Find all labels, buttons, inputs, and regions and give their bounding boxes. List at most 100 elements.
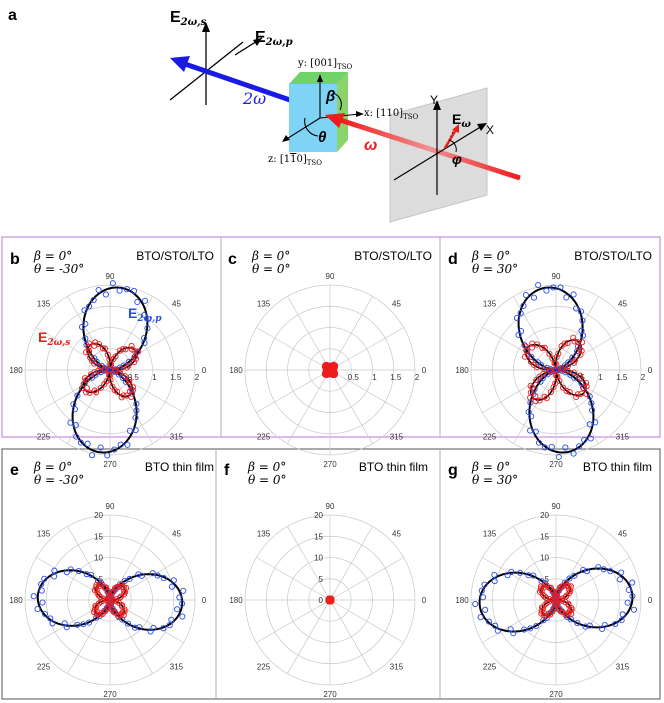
data-point-s <box>119 346 127 353</box>
data-point-s <box>521 353 528 360</box>
data-point-p <box>104 452 111 459</box>
radial-tick-label: 0.5 <box>574 373 586 382</box>
data-point-s <box>86 389 93 396</box>
data-point-s <box>574 391 581 398</box>
radial-tick-label: 20 <box>94 511 103 520</box>
sample-label: BTO thin film <box>583 460 652 474</box>
data-point-s <box>560 384 567 391</box>
angle-tick-label: 90 <box>552 502 561 511</box>
data-point-s <box>106 590 113 597</box>
data-point-p <box>180 587 187 594</box>
data-point-p <box>145 316 152 323</box>
data-point-s <box>120 392 127 399</box>
data-point-s <box>98 609 105 616</box>
data-point-s <box>126 376 133 383</box>
sample-label: BTO/STO/LTO <box>136 249 214 263</box>
data-point-s <box>104 351 111 358</box>
e-omega-label: Eω <box>452 111 471 130</box>
data-point-s <box>128 342 135 349</box>
grid-spoke <box>329 369 404 413</box>
grid-spoke <box>329 599 404 643</box>
data-point-s <box>97 384 105 391</box>
beta-label: β <box>325 88 335 105</box>
data-point-s <box>554 602 561 609</box>
panel-label-g: g <box>448 462 458 479</box>
data-point-p <box>586 622 593 629</box>
data-point-p <box>618 569 625 576</box>
radial-tick-label: 0 <box>99 596 104 605</box>
data-point-p <box>478 587 485 594</box>
data-point-s <box>107 376 114 384</box>
data-point-s <box>112 368 119 375</box>
y-axis-crystal-label: y: [001]TSO <box>297 58 353 71</box>
grid-spoke <box>256 599 331 643</box>
legend-s-label: E2ω,s <box>38 329 70 348</box>
data-point-p <box>576 443 583 450</box>
data-point-s <box>556 597 563 604</box>
grid-spoke <box>109 369 153 444</box>
data-point-s <box>580 384 587 392</box>
data-point-p <box>477 614 484 621</box>
data-point-p <box>571 572 578 579</box>
data-point-p <box>168 583 176 590</box>
data-point-p <box>81 307 88 314</box>
data-point-s <box>583 390 590 398</box>
data-point-p <box>630 606 638 613</box>
panel-label-d: d <box>448 251 458 268</box>
angle-tick-label: 270 <box>323 460 337 469</box>
data-point-s <box>536 373 543 380</box>
data-point-p <box>71 406 78 413</box>
data-point-p <box>582 623 589 630</box>
grid-spoke <box>256 327 331 371</box>
data-point-cluster <box>326 596 334 604</box>
data-point-p <box>601 621 608 629</box>
sample-label: BTO/STO/LTO <box>574 249 652 263</box>
lab-Y-label: Y <box>430 93 438 107</box>
data-point-p <box>82 320 89 327</box>
angle-tick-label: 90 <box>552 272 561 281</box>
data-point-s <box>571 338 578 345</box>
data-point-p <box>574 620 581 627</box>
data-point-s <box>577 374 584 381</box>
phi-label: φ <box>452 151 462 167</box>
data-point-s <box>550 384 557 391</box>
data-point-p <box>109 280 116 287</box>
grid-spoke <box>329 526 373 601</box>
data-point-p <box>147 628 154 635</box>
data-point-p <box>581 436 588 444</box>
data-point-s <box>558 583 565 590</box>
data-point-s <box>565 610 572 617</box>
data-point-s <box>570 369 577 376</box>
data-point-p <box>543 287 550 294</box>
beta-annotation: β = 0° <box>33 249 72 263</box>
data-point-p <box>38 587 45 594</box>
data-point-s <box>564 339 571 347</box>
data-point-p <box>561 579 568 586</box>
polarization-vector <box>443 127 459 149</box>
data-point-p <box>624 599 631 606</box>
data-point-s <box>103 378 110 385</box>
data-point-p <box>555 367 562 374</box>
omega-label: ω <box>364 137 377 154</box>
data-point-s <box>110 355 117 363</box>
data-point-p <box>629 593 636 600</box>
angle-tick-label: 135 <box>483 530 497 539</box>
angle-tick-label: 225 <box>483 662 497 671</box>
radial-tick-label: 2 <box>641 373 646 382</box>
panel-label-f: f <box>224 462 230 479</box>
angle-tick-label: 180 <box>455 366 469 375</box>
data-point-p <box>144 325 151 332</box>
angle-tick-label: 315 <box>170 662 184 671</box>
data-point-s <box>101 345 109 352</box>
data-point-s <box>97 598 104 606</box>
data-point-p <box>41 610 48 618</box>
angle-tick-label: 225 <box>37 432 51 441</box>
grid-spoke <box>329 296 373 371</box>
data-point-p <box>132 624 139 631</box>
data-point-s <box>116 347 123 354</box>
data-point-p <box>41 575 48 582</box>
data-point-s <box>556 377 563 384</box>
data-point-p <box>530 294 538 301</box>
data-point-s <box>133 355 140 362</box>
data-point-p <box>481 581 488 588</box>
